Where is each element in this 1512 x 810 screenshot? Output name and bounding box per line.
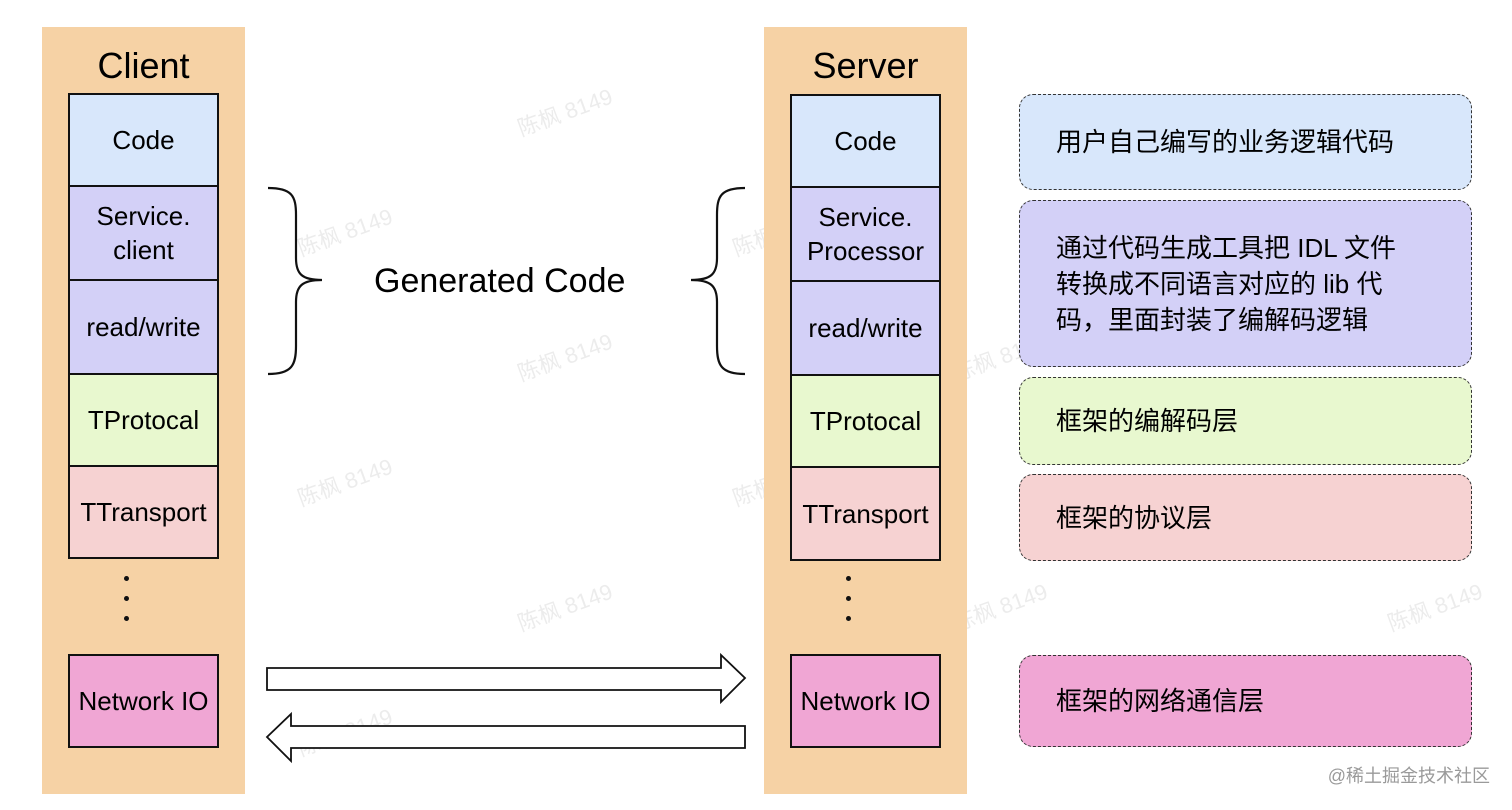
right-brace-icon xyxy=(690,186,746,376)
arrow-right-icon xyxy=(266,652,747,705)
client-network-layer: Network IO xyxy=(68,654,219,748)
server-readwrite-layer: read/write xyxy=(790,280,941,376)
note-code: 用户自己编写的业务逻辑代码 xyxy=(1019,94,1472,190)
client-protocol-layer: TProtocal xyxy=(68,373,219,467)
server-title: Server xyxy=(812,45,919,86)
client-readwrite-layer: read/write xyxy=(68,279,219,375)
server-service-layer: Service. Processor xyxy=(790,186,941,282)
arrow-left-icon xyxy=(265,711,746,764)
note-transport: 框架的协议层 xyxy=(1019,474,1472,561)
note-network: 框架的网络通信层 xyxy=(1019,655,1472,747)
server-ellipsis xyxy=(846,576,852,636)
credit-text: @稀土掘金技术社区 xyxy=(1327,766,1490,786)
note-protocol: 框架的编解码层 xyxy=(1019,377,1472,465)
client-transport-layer: TTransport xyxy=(68,465,219,559)
server-code-layer: Code xyxy=(790,94,941,188)
client-title: Client xyxy=(97,45,190,86)
client-service-layer: Service. client xyxy=(68,185,219,281)
client-ellipsis xyxy=(124,576,130,636)
server-network-layer: Network IO xyxy=(790,654,941,748)
left-brace-icon xyxy=(267,186,323,376)
client-code-layer: Code xyxy=(68,93,219,187)
note-generated: 通过代码生成工具把 IDL 文件 转换成不同语言对应的 lib 代 码，里面封装… xyxy=(1019,200,1472,367)
generated-code-label: Generated Code xyxy=(374,262,626,300)
server-transport-layer: TTransport xyxy=(790,466,941,561)
